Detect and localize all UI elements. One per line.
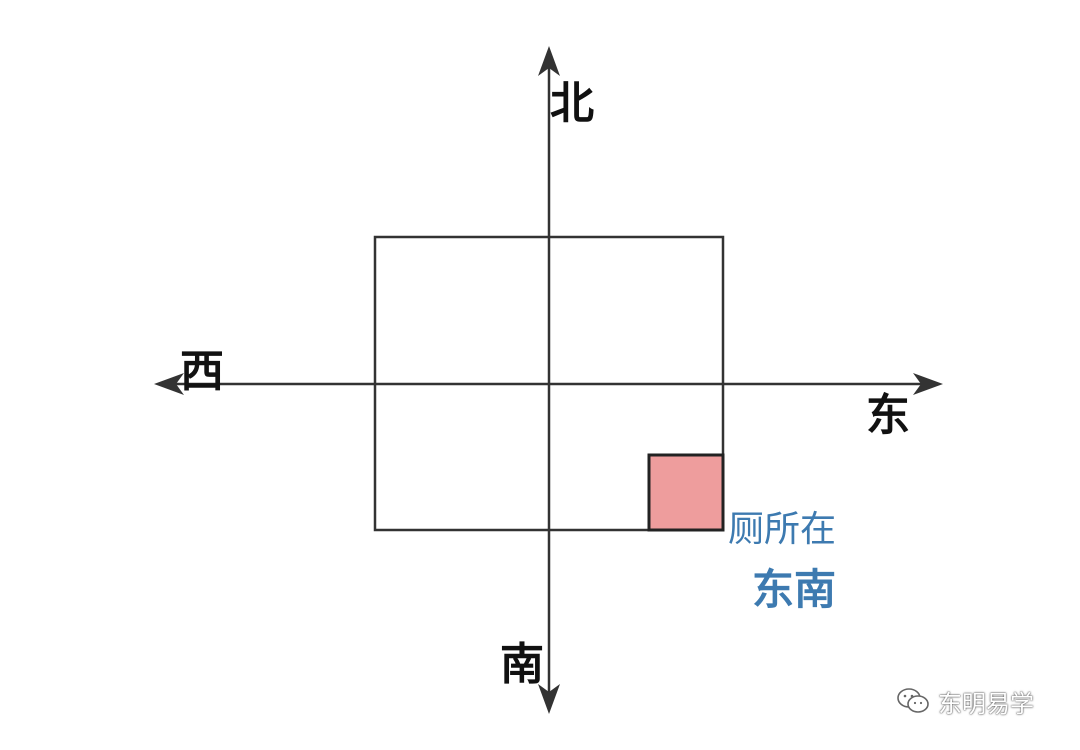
toilet-direction-label: 东南 [752, 565, 836, 614]
toilet-location-caption: 厕所在 [728, 509, 836, 550]
wechat-icon [897, 688, 929, 713]
south-arrow-icon [538, 684, 560, 714]
north-arrow-icon [538, 46, 560, 76]
west-arrow-icon [154, 373, 184, 395]
east-label: 东 [866, 390, 910, 441]
north-label: 北 [550, 78, 594, 129]
west-label: 西 [180, 346, 224, 397]
toilet-area [647, 453, 725, 532]
watermark: 东明易学 [896, 684, 1034, 718]
south-label: 南 [500, 639, 544, 690]
east-arrow-icon [913, 373, 943, 395]
watermark-text: 东明易学 [938, 689, 1034, 718]
